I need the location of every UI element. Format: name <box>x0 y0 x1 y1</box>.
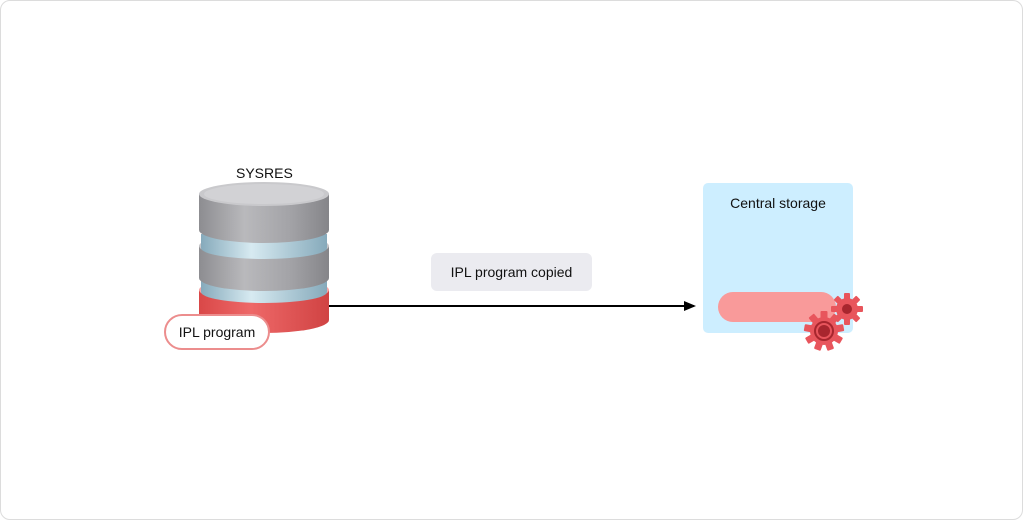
central-storage-box: Central storage <box>703 183 853 333</box>
gear-icon <box>831 293 863 325</box>
transfer-label-box: IPL program copied <box>431 253 592 291</box>
diagram-stage: SYSRES IPL program IPL program copied Ce… <box>164 165 863 351</box>
disk-title: SYSRES <box>236 165 293 181</box>
transfer-label: IPL program copied <box>450 264 573 280</box>
ipl-program-label: IPL program <box>178 324 256 340</box>
gear-layer <box>803 293 863 351</box>
central-storage-label: Central storage <box>730 195 826 211</box>
gear-icon <box>803 311 845 351</box>
ipl-program-pill: IPL program <box>164 314 270 350</box>
